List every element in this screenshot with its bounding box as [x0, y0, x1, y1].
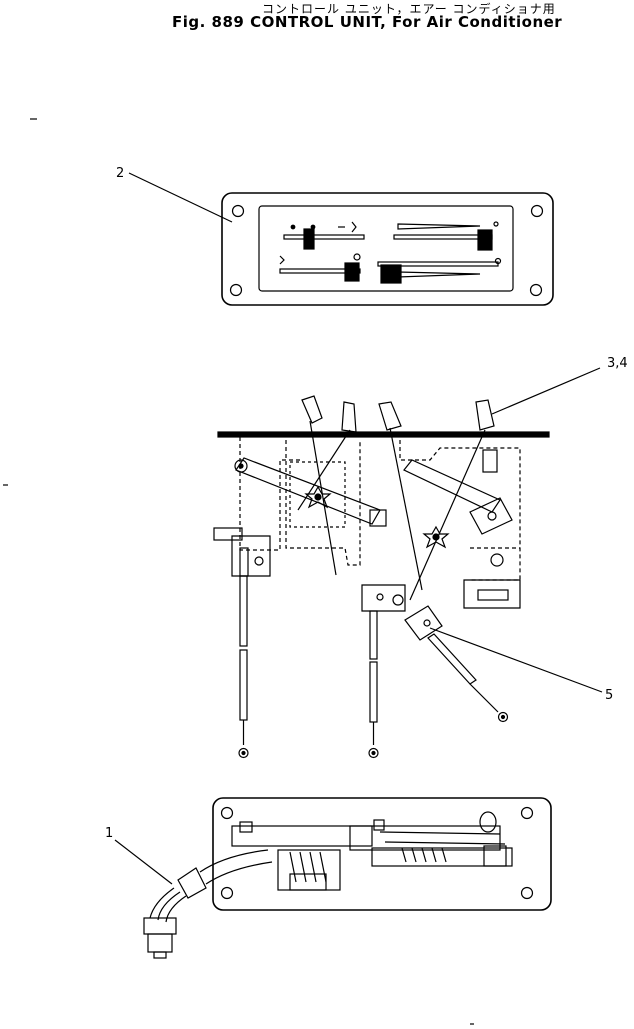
- leader-line-5: [429, 627, 603, 693]
- figure-title-japanese: コントロール ユニット，エアー コンディショナ用: [262, 2, 556, 16]
- callout-label-2: 2: [116, 166, 125, 181]
- callout-label-3-4: 3,4: [607, 356, 628, 371]
- callout-label-5: 5: [605, 688, 614, 703]
- control-mechanism: [213, 395, 550, 759]
- control-unit-bottom-view: [143, 797, 552, 959]
- leader-line-2: [128, 172, 233, 223]
- callout-label-1: 1: [105, 826, 114, 841]
- control-panel-face: [221, 192, 554, 306]
- figure-title: Fig. 889 CONTROL UNIT, For Air Condition…: [172, 13, 563, 31]
- leader-line-3-4: [491, 367, 601, 415]
- leader-line-1: [114, 839, 173, 885]
